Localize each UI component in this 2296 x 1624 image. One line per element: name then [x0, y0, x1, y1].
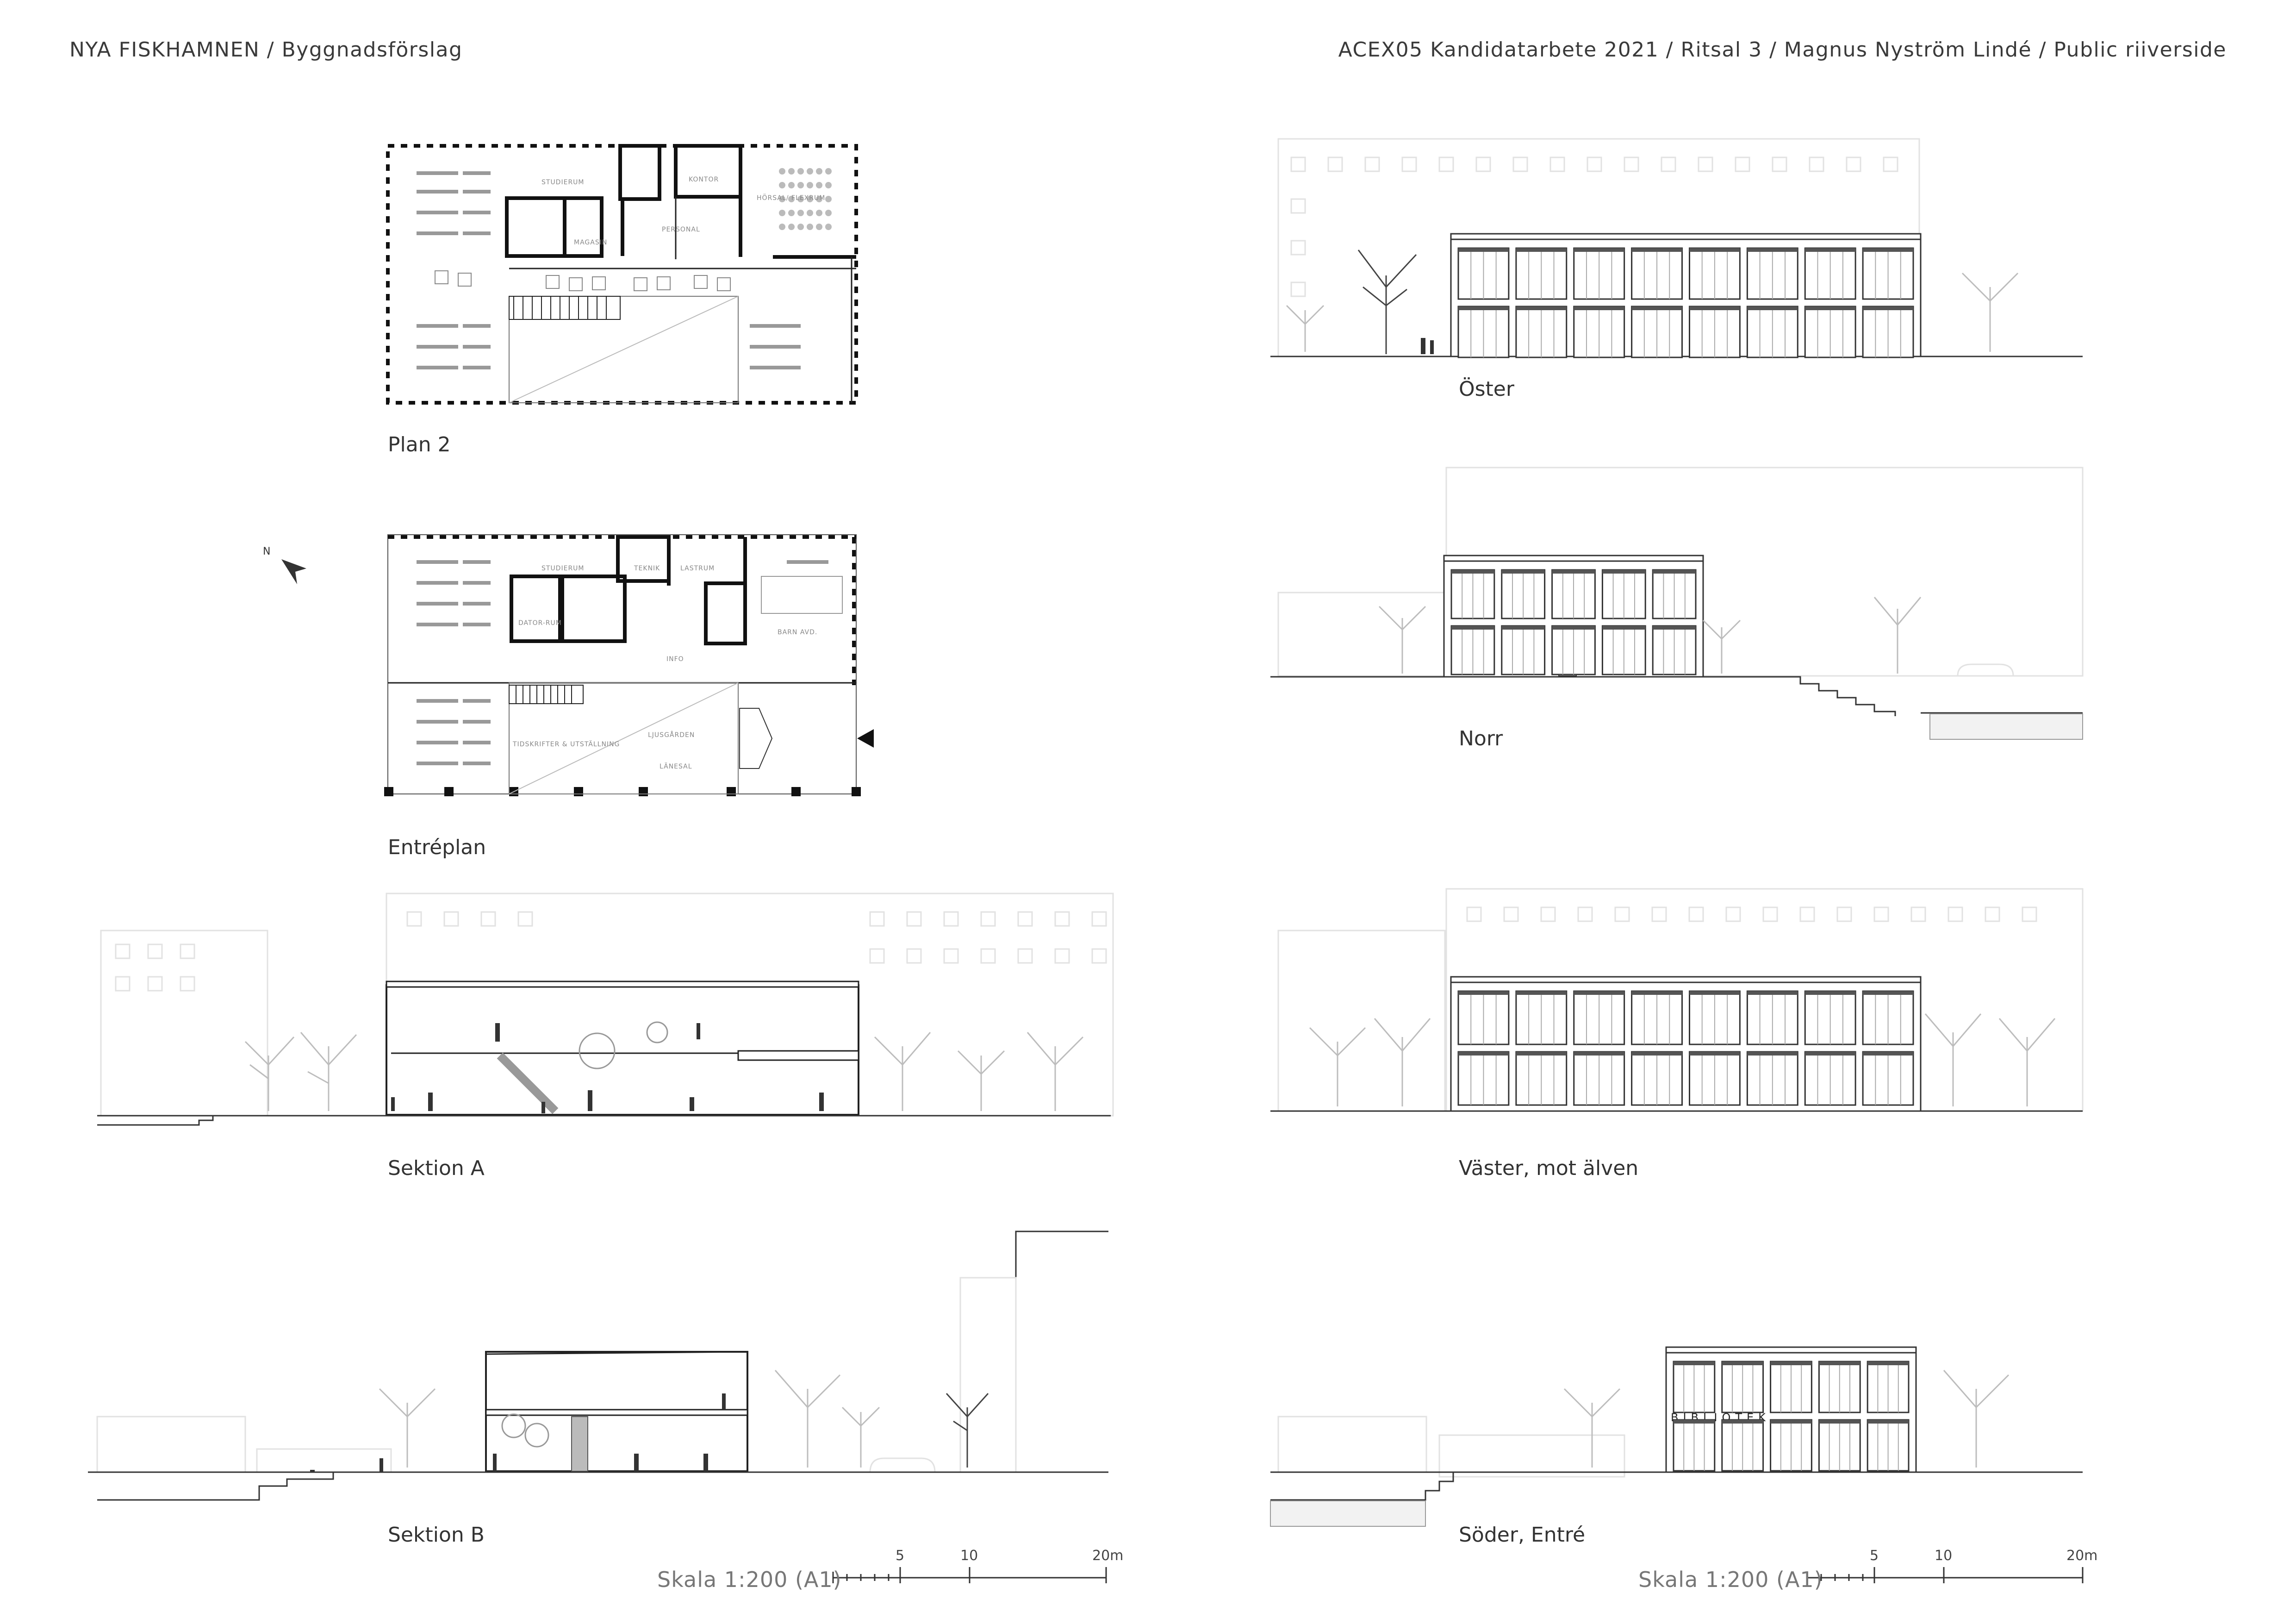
entre-room-studierum: STUDIERUM — [541, 565, 585, 572]
caption-oster: Öster — [1459, 377, 1514, 401]
entre-room-lastrum: LASTRUM — [680, 565, 715, 572]
plan2-room-personal: PERSONAL — [662, 226, 700, 233]
scale-bar-left: 5 10 20m — [832, 1548, 1123, 1583]
svg-text:20m: 20m — [1092, 1548, 1123, 1564]
sektion-b-drawing — [88, 1230, 1108, 1501]
entre-room-info: INFO — [666, 656, 684, 663]
entre-room-tidskrifter: TIDSKRIFTER & UTSTÄLLNING — [512, 740, 620, 748]
north-arrow-icon: N — [263, 546, 306, 584]
caption-sektion-a: Sektion A — [388, 1156, 485, 1180]
svg-text:10: 10 — [960, 1548, 978, 1564]
plan-2-drawing: STUDIERUM KONTOR HÖRSAL/ FLEXRUM MAGASIN… — [386, 144, 858, 405]
norr-window-grid — [1450, 569, 1697, 675]
entre-room-lanesal: LÄNESAL — [660, 762, 692, 770]
caption-plan-2: Plan 2 — [388, 433, 451, 456]
entre-room-teknik: TEKNIK — [634, 565, 660, 572]
sheet-title: NYA FISKHAMNEN / Byggnadsförslag — [69, 38, 463, 62]
vaster-window-grid — [1457, 990, 1914, 1106]
entre-room-datorrum: DATOR-RUM — [518, 619, 562, 627]
entre-room-barn: BARN AVD. — [778, 629, 817, 636]
caption-soder: Söder, Entré — [1459, 1523, 1586, 1547]
plan2-room-studierum: STUDIERUM — [541, 179, 585, 186]
scale-label-left: Skala 1:200 (A1) — [657, 1567, 842, 1592]
plan2-room-kontor: KONTOR — [689, 176, 719, 183]
entreplan-drawing: STUDIERUM TEKNIK LASTRUM DATOR-RUM INFO … — [384, 534, 861, 796]
svg-text:5: 5 — [896, 1548, 904, 1564]
sektion-a-drawing — [97, 893, 1114, 1126]
caption-entreplan: Entréplan — [388, 836, 486, 859]
svg-text:20m: 20m — [2066, 1548, 2097, 1564]
scale-label-right: Skala 1:200 (A1) — [1638, 1567, 1823, 1592]
caption-sektion-b: Sektion B — [388, 1523, 485, 1547]
svg-text:10: 10 — [1935, 1548, 1952, 1564]
svg-text:N: N — [263, 546, 270, 557]
caption-norr: Norr — [1459, 727, 1503, 750]
oster-window-grid — [1457, 247, 1914, 358]
sheet-info: ACEX05 Kandidatarbete 2021 / Ritsal 3 / … — [1338, 38, 2227, 62]
svg-text:5: 5 — [1870, 1548, 1879, 1564]
caption-vaster: Väster, mot älven — [1459, 1156, 1639, 1180]
plan2-room-horsal: HÖRSAL/ FLEXRUM — [757, 194, 825, 202]
plan2-room-magasin: MAGASIN — [574, 239, 607, 246]
entrance-arrow-icon — [857, 729, 874, 748]
scale-bar-right: 5 10 20m — [1806, 1548, 2097, 1583]
entre-room-ljusgarden: LJUSGÅRDEN — [648, 731, 695, 739]
soder-window-grid — [1673, 1361, 1910, 1472]
